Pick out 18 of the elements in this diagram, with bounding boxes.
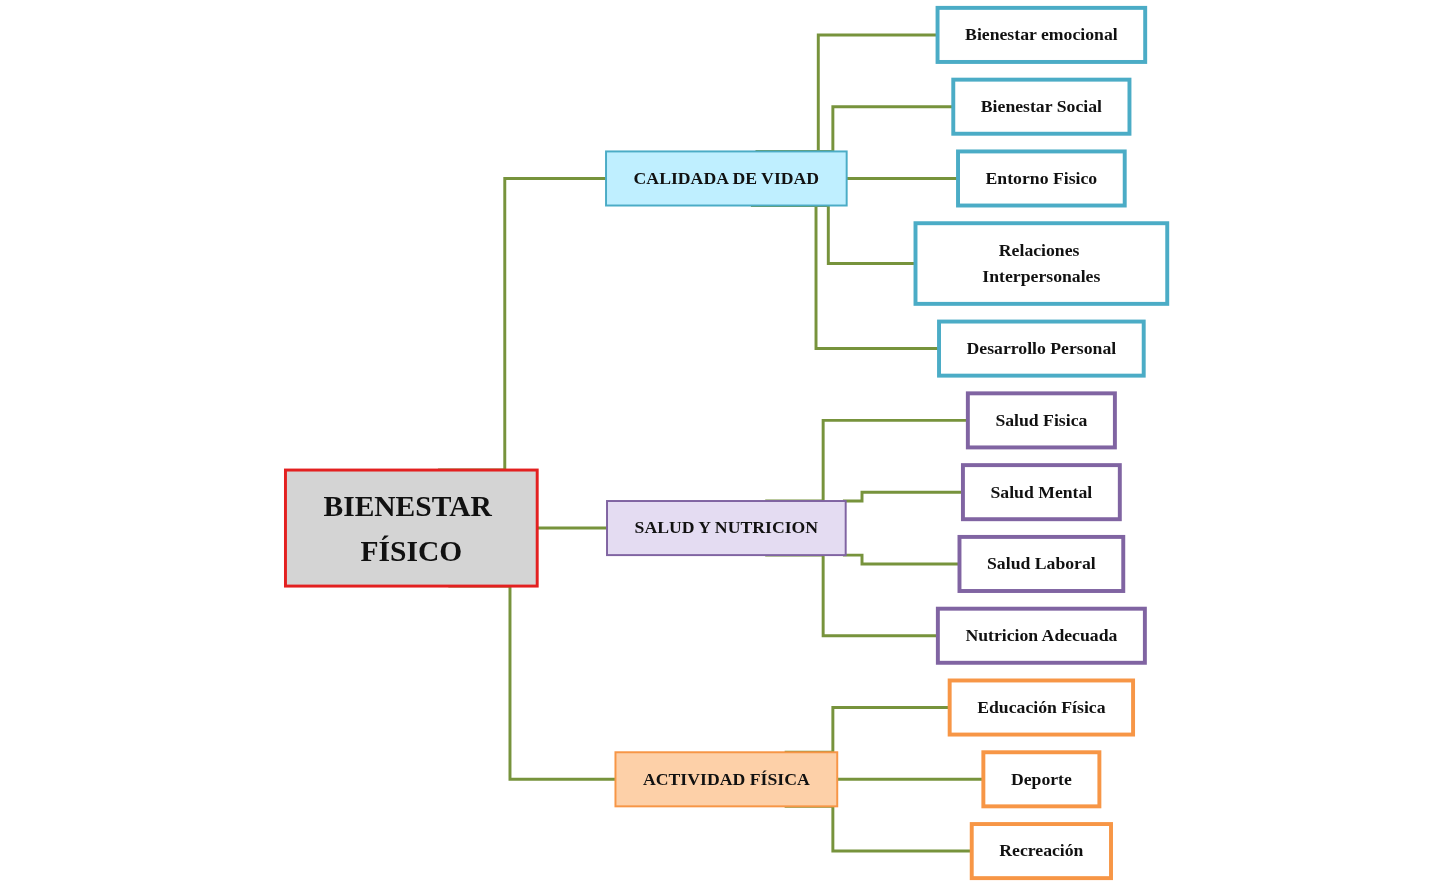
node-box: SALUD Y NUTRICION [605, 500, 847, 557]
node-box: BIENESTAR FÍSICO [283, 468, 539, 588]
node-box: Salud Mental [960, 463, 1122, 522]
node-box: Bienestar emocional [935, 5, 1147, 64]
node-box: Recreación [969, 822, 1113, 881]
node-box: Salud Fisica [965, 391, 1117, 450]
node-box: Relaciones Interpersonales [913, 221, 1169, 306]
node-box: Desarrollo Personal [936, 319, 1146, 378]
node-box: Deporte [981, 750, 1101, 809]
node-box: CALIDADA DE VIDAD [604, 150, 848, 207]
connector [836, 777, 983, 781]
node-box: Salud Laboral [957, 534, 1125, 593]
connector [536, 526, 607, 530]
node-box: Bienestar Social [950, 77, 1132, 136]
node-box: Educación Física [947, 678, 1135, 737]
node-box: Entorno Fisico [955, 149, 1127, 208]
node-box: Nutricion Adecuada [935, 606, 1147, 665]
node-box: ACTIVIDAD FÍSICA [614, 751, 838, 808]
